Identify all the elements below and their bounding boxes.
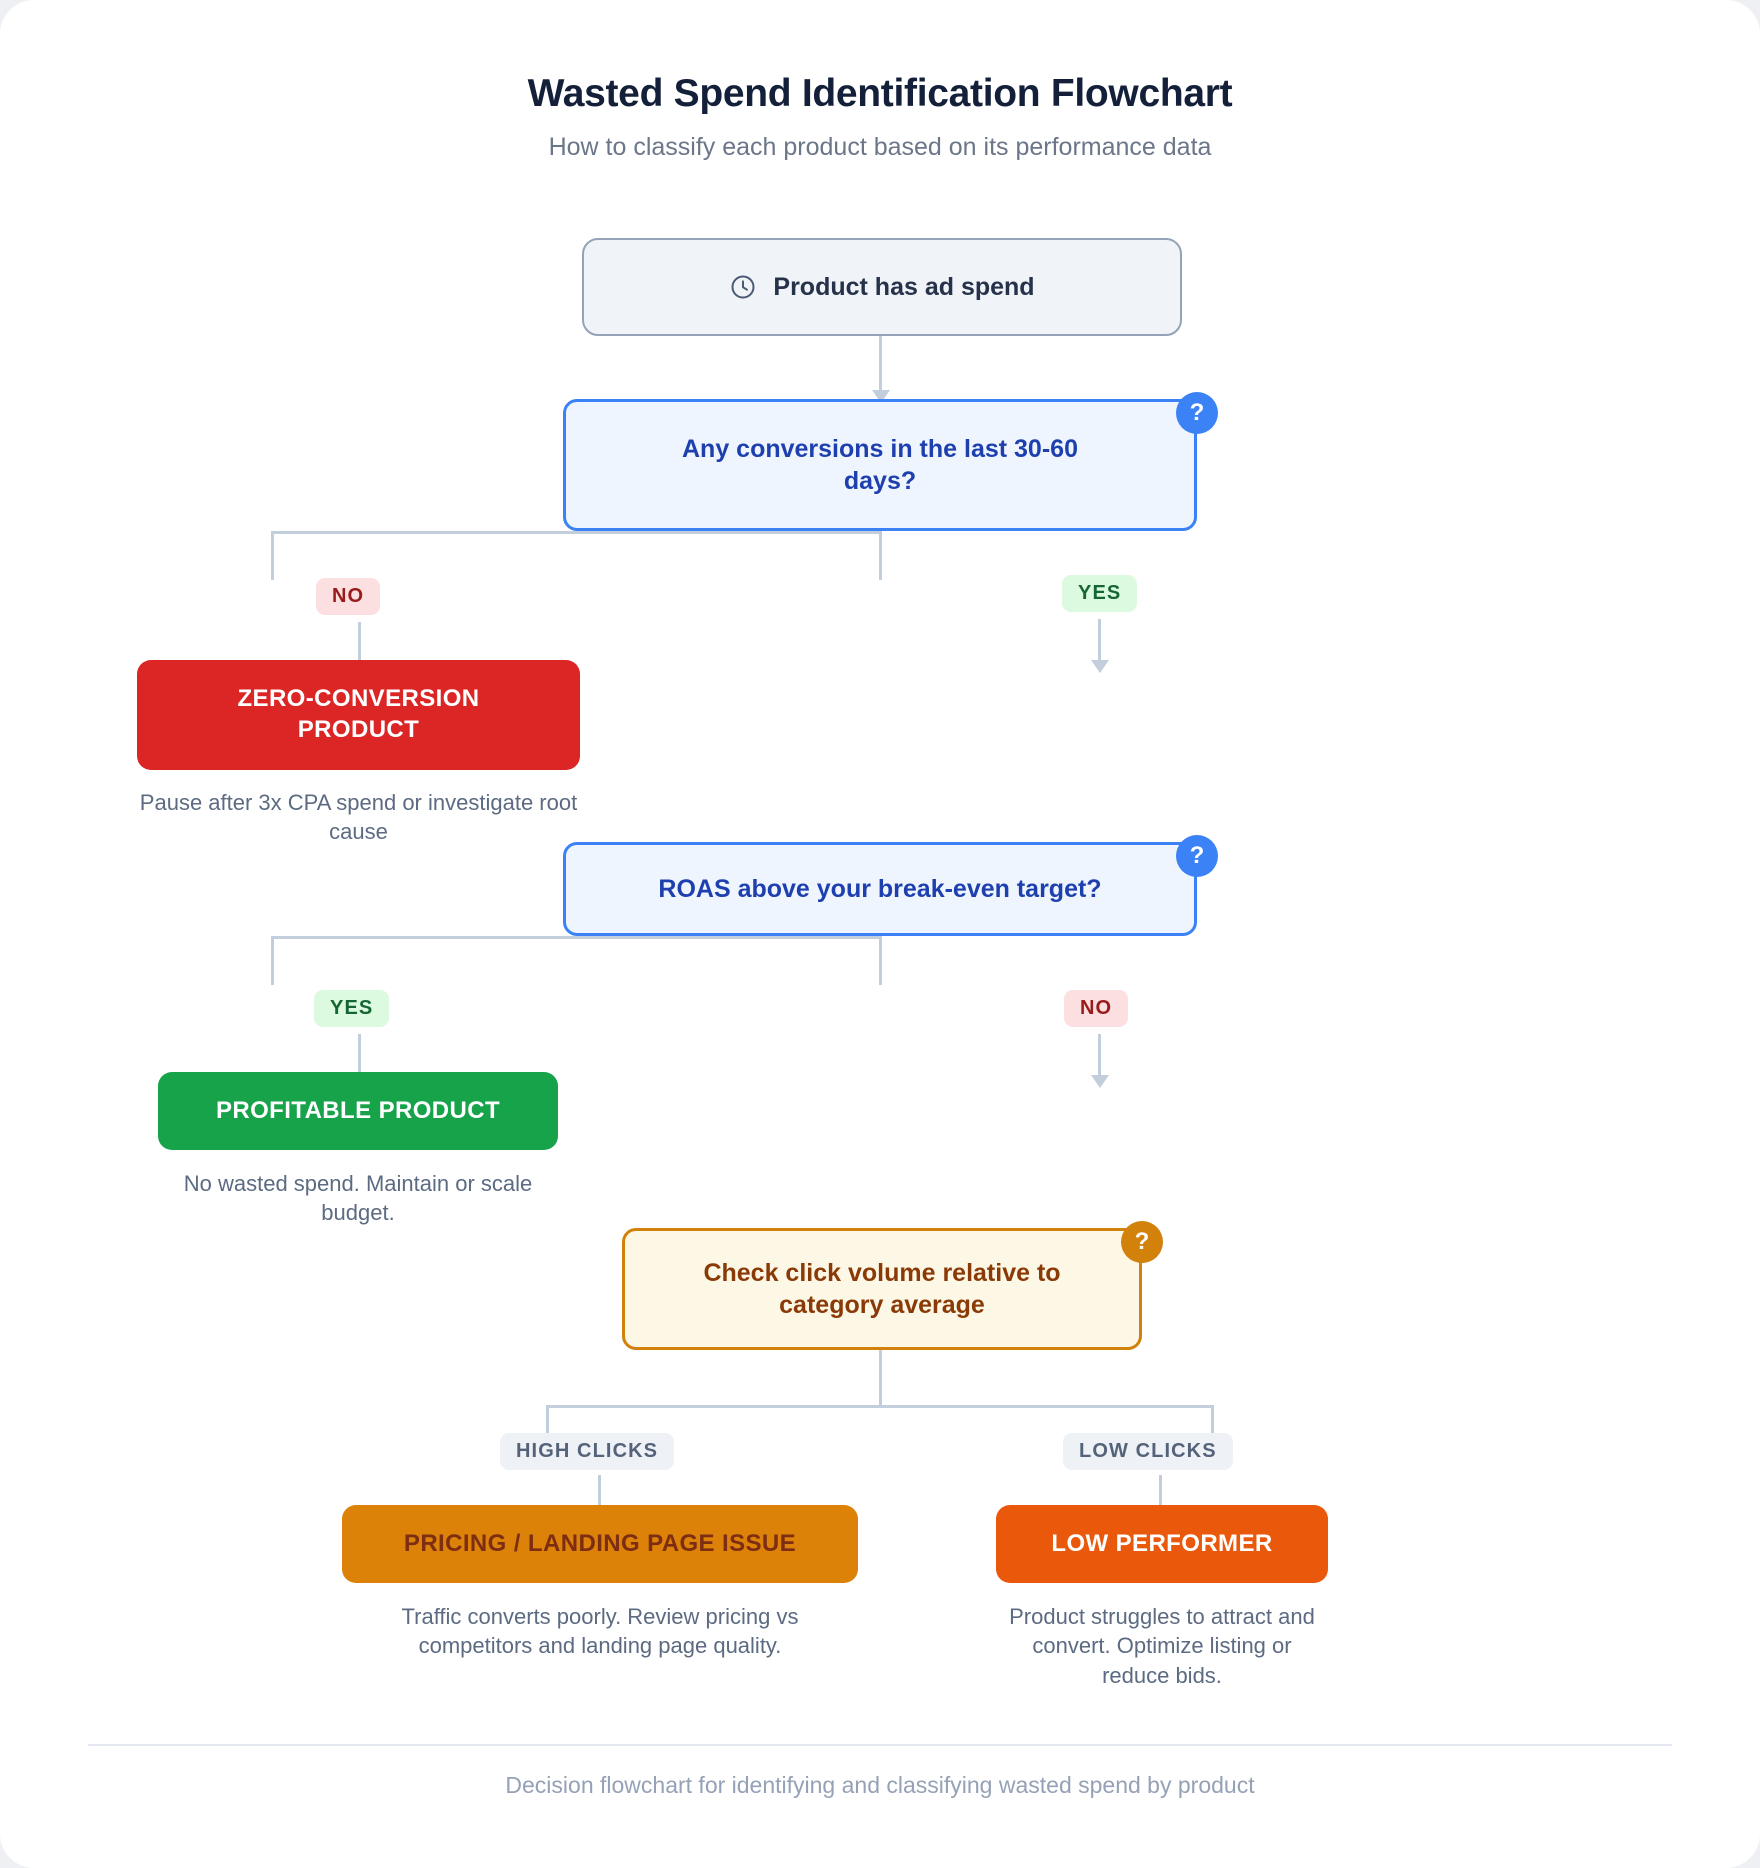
edge-label-decision2-yes: YES (314, 990, 390, 1027)
connector-decision1-right-drop (879, 531, 882, 580)
connector-decision3-right-drop (1211, 1405, 1214, 1438)
node-start-label: Product has ad spend (773, 273, 1035, 301)
node-decision-any-conversions[interactable]: Any conversions in the last 30-60 days? (563, 399, 1197, 531)
connector-decision1-split (271, 531, 881, 534)
connector-decision2-yes-stem (358, 1034, 361, 1079)
node-decision2-label: ROAS above your break-even target? (658, 875, 1102, 903)
question-badge-decision3[interactable]: ? (1121, 1221, 1163, 1263)
connector-decision1-no-stem (358, 622, 361, 667)
caption-zero-conversion: Pause after 3x CPA spend or investigate … (139, 790, 578, 845)
edge-label-decision2-no: NO (1064, 990, 1129, 1027)
arrowhead-decision1-yes (1091, 660, 1109, 673)
node-outcome-low-performer[interactable]: LOW PERFORMER (996, 1505, 1328, 1583)
node-outcome-low-performer-label: LOW PERFORMER (1051, 1529, 1273, 1557)
connector-decision3-stem (879, 1350, 882, 1407)
edge-label-decision3-high-clicks: HIGH CLICKS (500, 1433, 675, 1470)
node-outcome-profitable-label: PROFITABLE PRODUCT (215, 1096, 501, 1124)
node-outcome-pricing-label: PRICING / LANDING PAGE ISSUE (403, 1529, 797, 1557)
caption-low-performer: Product struggles to attract and convert… (1009, 1604, 1315, 1688)
node-outcome-zero-conversion-product[interactable]: ZERO-CONVERSION PRODUCT (137, 660, 580, 770)
edge-label-decision1-no: NO (316, 578, 381, 615)
node-outcome-zero-conversion-label: ZERO-CONVERSION PRODUCT (237, 685, 480, 743)
question-badge-decision2-glyph: ? (1189, 842, 1205, 869)
caption-pricing-landing-page-issue: Traffic converts poorly. Review pricing … (401, 1604, 799, 1659)
footer-divider (88, 1744, 1672, 1746)
page-title: Wasted Spend Identification Flowchart (527, 72, 1233, 115)
connector-decision2-no-stem (1098, 1034, 1101, 1079)
page-subtitle: How to classify each product based on it… (548, 133, 1212, 161)
question-badge-decision2[interactable]: ? (1176, 835, 1218, 877)
caption-profitable-product: No wasted spend. Maintain or scale budge… (183, 1171, 533, 1226)
clock-icon (731, 275, 755, 299)
connector-start-to-decision1 (879, 336, 882, 394)
node-decision-roas-above-breakeven[interactable]: ROAS above your break-even target? (563, 842, 1197, 936)
connector-decision2-split (271, 936, 881, 939)
connector-low-clicks-stem (1159, 1475, 1162, 1515)
connector-high-clicks-stem (598, 1475, 601, 1515)
node-decision3-label: Check click volume relative to category … (703, 1259, 1061, 1319)
edge-label-decision3-low-clicks: LOW CLICKS (1063, 1433, 1233, 1470)
connector-decision3-left-drop (546, 1405, 549, 1438)
node-decision1-label: Any conversions in the last 30-60 days? (682, 435, 1078, 495)
connector-decision1-left-drop (271, 531, 274, 580)
arrowhead-decision2-no (1091, 1075, 1109, 1088)
question-badge-decision1-glyph: ? (1189, 399, 1205, 426)
question-badge-decision1[interactable]: ? (1176, 392, 1218, 434)
connector-decision1-yes-stem (1098, 619, 1101, 664)
node-start-product-has-ad-spend[interactable]: Product has ad spend (582, 238, 1182, 336)
connector-decision3-split (546, 1405, 1214, 1408)
question-badge-decision3-glyph: ? (1134, 1228, 1150, 1255)
node-outcome-profitable-product[interactable]: PROFITABLE PRODUCT (158, 1072, 558, 1150)
connector-decision2-left-drop (271, 936, 274, 985)
footer-text: Decision flowchart for identifying and c… (505, 1772, 1255, 1798)
node-outcome-pricing-landing-page-issue[interactable]: PRICING / LANDING PAGE ISSUE (342, 1505, 858, 1583)
connector-decision2-right-drop (879, 936, 882, 985)
edge-label-decision1-yes: YES (1062, 575, 1138, 612)
node-decision-check-click-volume[interactable]: Check click volume relative to category … (622, 1228, 1142, 1350)
